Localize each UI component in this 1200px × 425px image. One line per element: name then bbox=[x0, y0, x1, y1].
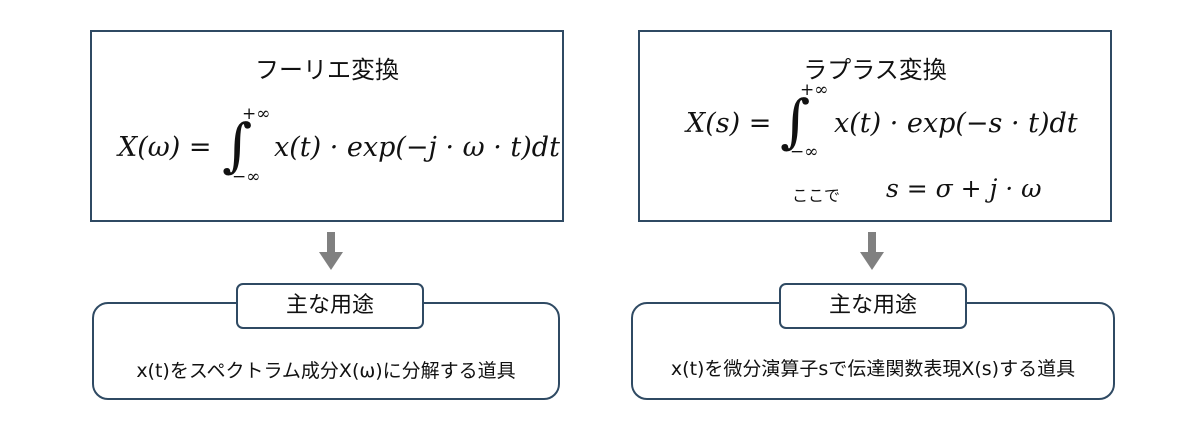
fourier-upper-limit: +∞ bbox=[242, 104, 271, 124]
fourier-usage-text: x(t)をスペクトラム成分X(ω)に分解する道具 bbox=[136, 360, 516, 382]
down-arrow-icon bbox=[319, 232, 343, 270]
fourier-integral-sign: ∫ bbox=[222, 111, 253, 179]
fourier-title: フーリエ変換 bbox=[255, 56, 399, 84]
laplace-title: ラプラス変換 bbox=[803, 56, 947, 84]
fourier-lower-limit: −∞ bbox=[232, 167, 261, 187]
laplace-lower-limit: −∞ bbox=[790, 142, 819, 162]
fourier-lhs: X(ω) = bbox=[118, 132, 212, 163]
laplace-transform-box: ラプラス変換 X(s) = ∫ +∞ −∞ x(t) · exp(−s · t)… bbox=[638, 30, 1112, 222]
laplace-integrand: x(t) · exp(−s · t)dt bbox=[834, 108, 1078, 139]
down-arrow-icon bbox=[860, 232, 884, 270]
fourier-transform-box: フーリエ変換 X(ω) = ∫ +∞ −∞ x(t) · exp(−j · ω … bbox=[90, 30, 564, 222]
laplace-usage-label: 主な用途 bbox=[779, 283, 967, 329]
laplace-upper-limit: +∞ bbox=[800, 80, 829, 100]
laplace-lhs: X(s) = bbox=[686, 108, 772, 139]
laplace-where-formula: s = σ + j · ω bbox=[886, 174, 1042, 203]
laplace-usage-text: x(t)を微分演算子sで伝達関数表現X(s)する道具 bbox=[670, 358, 1076, 380]
fourier-usage-label: 主な用途 bbox=[236, 283, 424, 329]
fourier-integrand: x(t) · exp(−j · ω · t)dt bbox=[274, 132, 560, 163]
laplace-where-label: ここで bbox=[792, 186, 841, 205]
laplace-integral-sign: ∫ bbox=[780, 87, 811, 155]
